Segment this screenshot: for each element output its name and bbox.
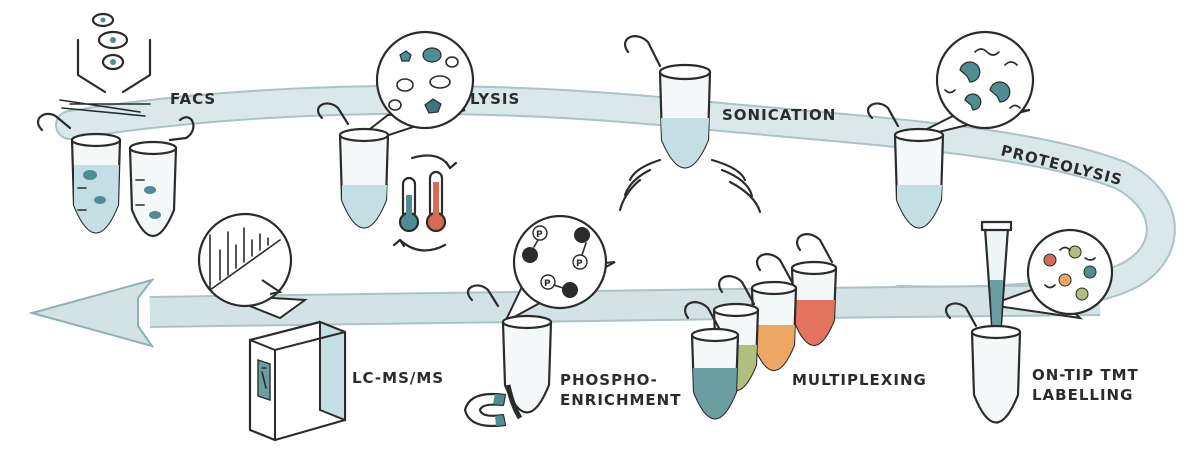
- facs-step: FACS: [36, 12, 216, 238]
- magnet-icon: [463, 392, 507, 428]
- multiplex-tube-teal: [684, 301, 740, 420]
- sonication-step: SONICATION: [618, 35, 836, 214]
- sorter-nozzle-icon: [59, 12, 152, 117]
- tmt-tube: [944, 302, 1022, 424]
- sonication-label: SONICATION: [722, 106, 836, 124]
- proteolysis-zoom-circle: [935, 30, 1035, 130]
- lysis-label: LYSIS: [470, 90, 520, 108]
- tmt-label-line2: LABELLING: [1032, 386, 1133, 404]
- phospho-label-line1: PHOSPHO-: [560, 371, 658, 389]
- lcms-step: LC-MS/MS: [197, 212, 444, 442]
- multiplex-tube-red: [790, 233, 838, 347]
- mass-spectrum-icon: [209, 227, 283, 295]
- tmt-label-line1: ON-TIP TMT: [1032, 366, 1139, 384]
- pipette-tip-icon: [980, 220, 1013, 342]
- phospho-tube: [466, 284, 553, 420]
- phospho-step: P P P PHOSPHO- ENRICHMENT: [463, 214, 681, 428]
- thermometer-icon: [392, 154, 458, 252]
- sound-wave-icon: [618, 158, 762, 214]
- lysis-zoom-circle: [375, 30, 475, 130]
- lysis-tube: [316, 102, 390, 229]
- phospho-label-line2: ENRICHMENT: [560, 391, 681, 409]
- lysis-step: LYSIS: [316, 30, 520, 252]
- sonication-tube: [624, 35, 712, 169]
- tmt-zoom-circle: [1026, 228, 1114, 316]
- lysed-cells: [388, 47, 459, 114]
- proteolysis-step: PROTEOLYSIS: [866, 30, 1124, 229]
- multiplexing-step: MULTIPLEXING: [684, 233, 927, 420]
- proteolysis-tube: [866, 102, 945, 229]
- multiplexing-label: MULTIPLEXING: [792, 371, 927, 389]
- facs-tube-left: [36, 112, 122, 234]
- mass-spectrometer-icon: [248, 320, 347, 442]
- peptide-fragments: [944, 48, 1021, 111]
- tmt-labelled-peptides: [1043, 245, 1097, 301]
- phospho-mark-3: P: [544, 279, 551, 289]
- multiplex-tube-orange: [750, 253, 798, 372]
- phospho-beads: P P P: [522, 225, 590, 298]
- phospho-mark-1: P: [536, 230, 543, 240]
- tmt-step: ON-TIP TMT LABELLING: [944, 220, 1139, 424]
- facs-tube-right: [128, 116, 195, 238]
- lcms-label: LC-MS/MS: [352, 369, 444, 387]
- phospho-mark-2: P: [576, 259, 583, 269]
- ribbon-arrowhead: [28, 278, 155, 348]
- facs-label: FACS: [170, 90, 216, 108]
